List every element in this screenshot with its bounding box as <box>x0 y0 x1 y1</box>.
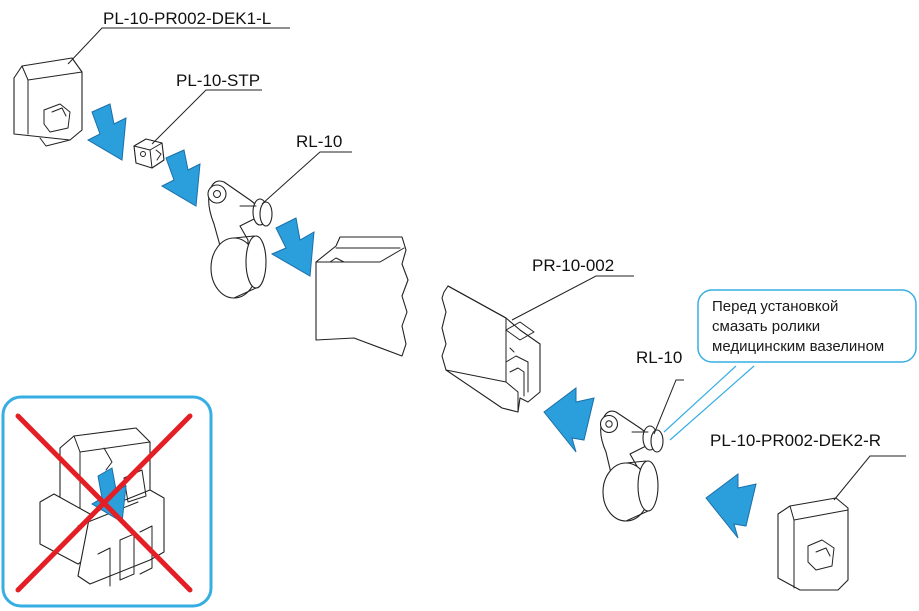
lubrication-note: Перед установкой смазать ролики медицинс… <box>697 289 917 363</box>
callout-pointer <box>663 365 755 441</box>
label-roller-right: RL-10 <box>636 348 682 367</box>
note-line-2: смазать ролики <box>712 318 820 335</box>
label-profile: PR-10-002 <box>532 256 614 275</box>
incorrect-assembly-inset <box>1 395 213 608</box>
roller-left <box>207 180 273 299</box>
profile-left-section <box>315 236 409 357</box>
label-stopper: PL-10-STP <box>176 71 260 90</box>
arrow-3-icon <box>270 217 315 277</box>
arrow-2-icon <box>160 149 201 207</box>
end-cap-left <box>13 57 83 147</box>
label-cap-left: PL-10-PR002-DEK1-L <box>103 9 271 28</box>
arrow-5-icon <box>705 473 757 539</box>
arrow-1-icon <box>86 103 127 161</box>
label-roller-left: RL-10 <box>296 132 342 151</box>
note-line-3: медицинским вазелином <box>712 338 884 355</box>
note-line-1: Перед установкой <box>712 298 838 315</box>
leader-lines <box>67 27 906 501</box>
stopper-part <box>133 138 165 169</box>
roller-right <box>599 410 664 522</box>
arrow-4-icon <box>543 387 595 453</box>
forbidden-cross-icon <box>15 413 193 593</box>
profile-right-section <box>441 285 541 413</box>
end-cap-right <box>777 497 849 591</box>
label-cap-right: PL-10-PR002-DEK2-R <box>710 431 881 450</box>
incorrect-assembly-drawing <box>39 427 165 587</box>
assembly-arrows <box>86 103 757 539</box>
